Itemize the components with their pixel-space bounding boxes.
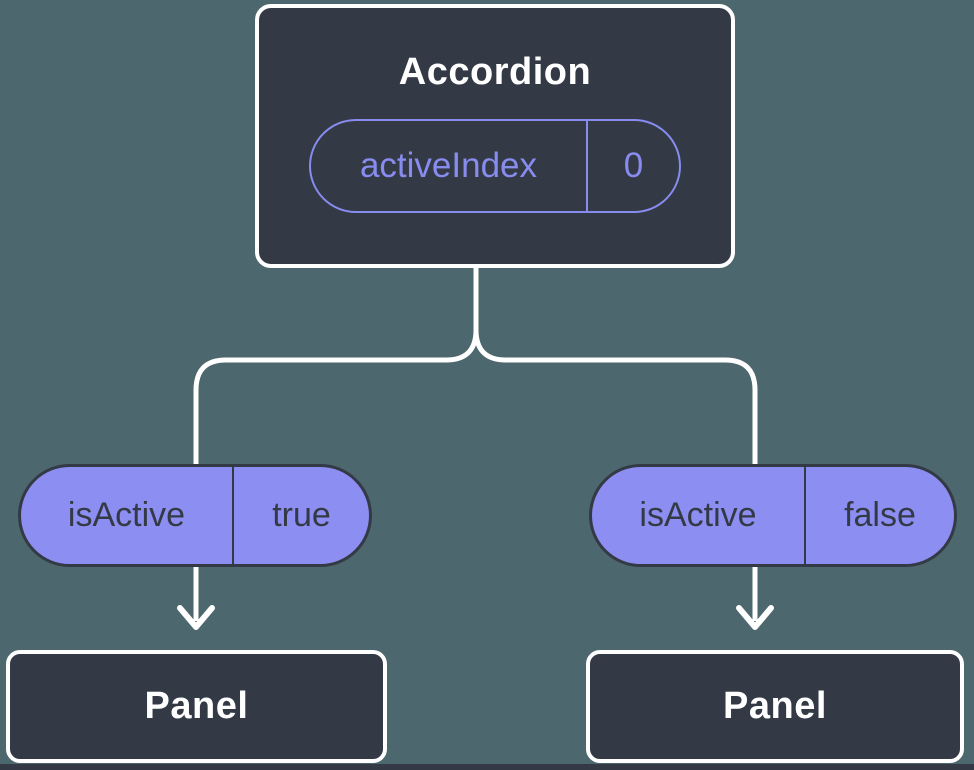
prop-value: true xyxy=(272,496,331,534)
component-title: Panel xyxy=(723,685,827,727)
prop-name: isActive xyxy=(21,467,234,564)
panel-component-box-right: Panel xyxy=(586,650,964,763)
arrow-down-icon xyxy=(736,567,774,630)
connector-branch-right xyxy=(473,266,758,466)
prop-value: false xyxy=(844,496,916,534)
component-title: Panel xyxy=(144,685,249,727)
page-background-edge xyxy=(0,764,974,770)
prop-pill-isactive-right: isActive false xyxy=(589,464,957,567)
state-value: 0 xyxy=(623,146,644,185)
prop-name: isActive xyxy=(592,467,806,564)
arrow-down-icon xyxy=(177,567,215,630)
accordion-component-box: Accordion activeIndex 0 xyxy=(255,4,735,268)
component-title: Accordion xyxy=(398,51,592,93)
state-name: activeIndex xyxy=(311,121,588,211)
state-pill-activeindex: activeIndex 0 xyxy=(309,119,681,213)
prop-pill-isactive-left: isActive true xyxy=(18,464,372,567)
panel-component-box-left: Panel xyxy=(6,650,387,763)
connector-branch-left xyxy=(193,266,479,466)
